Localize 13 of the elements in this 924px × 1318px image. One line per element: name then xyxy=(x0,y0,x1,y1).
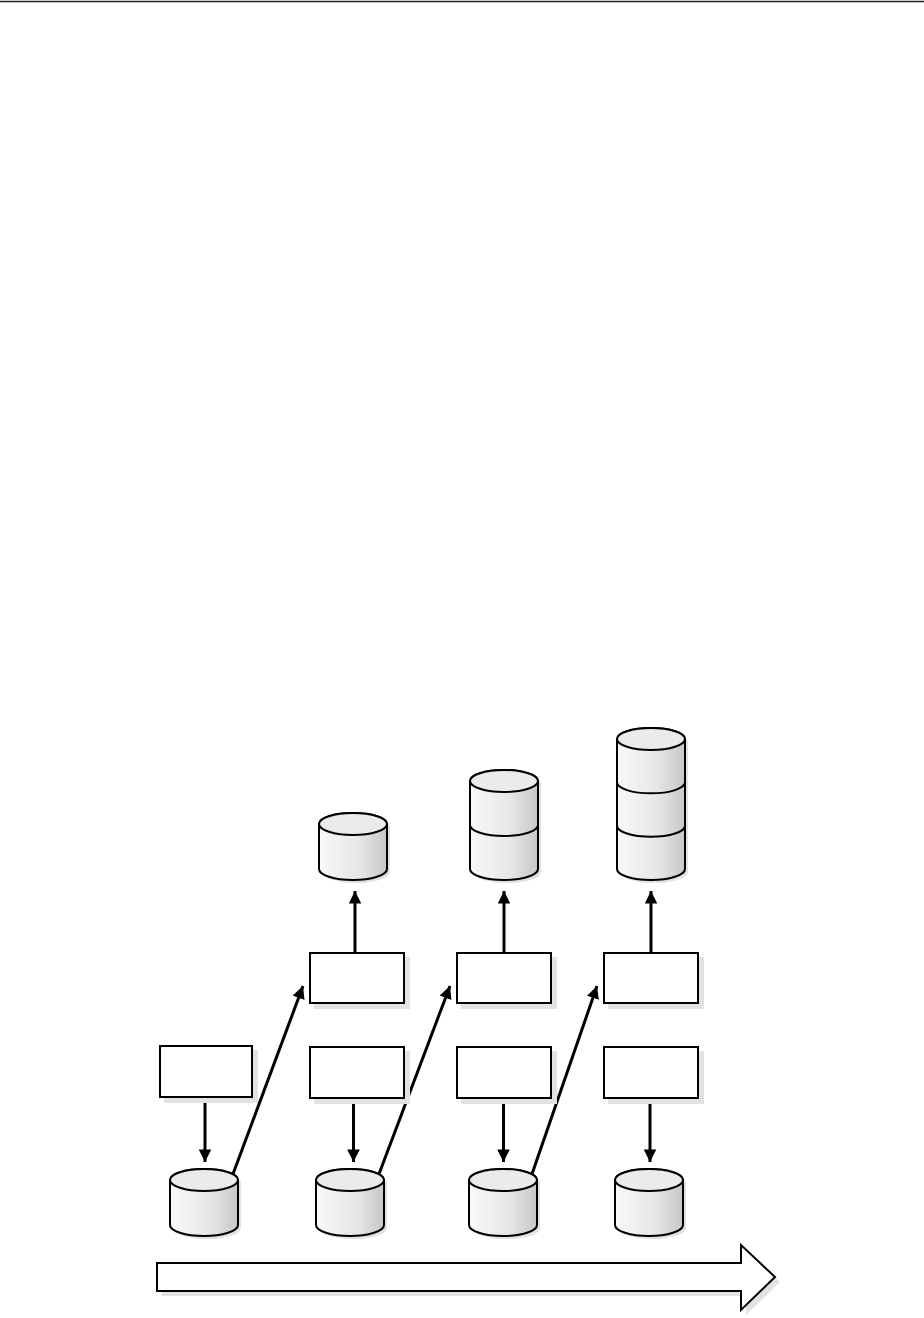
arrow xyxy=(497,891,511,952)
arrow xyxy=(348,891,362,952)
arrow xyxy=(231,985,305,1175)
arrow xyxy=(530,985,599,1175)
database-cylinder xyxy=(318,812,388,881)
database-cylinder xyxy=(469,769,539,881)
arrow xyxy=(644,891,658,952)
database-cylinder xyxy=(614,1168,684,1237)
arrow xyxy=(377,985,452,1175)
database-cylinder xyxy=(616,727,686,881)
database-cylinder xyxy=(169,1168,239,1237)
database-cylinder xyxy=(468,1168,538,1237)
database-cylinder xyxy=(315,1168,385,1237)
